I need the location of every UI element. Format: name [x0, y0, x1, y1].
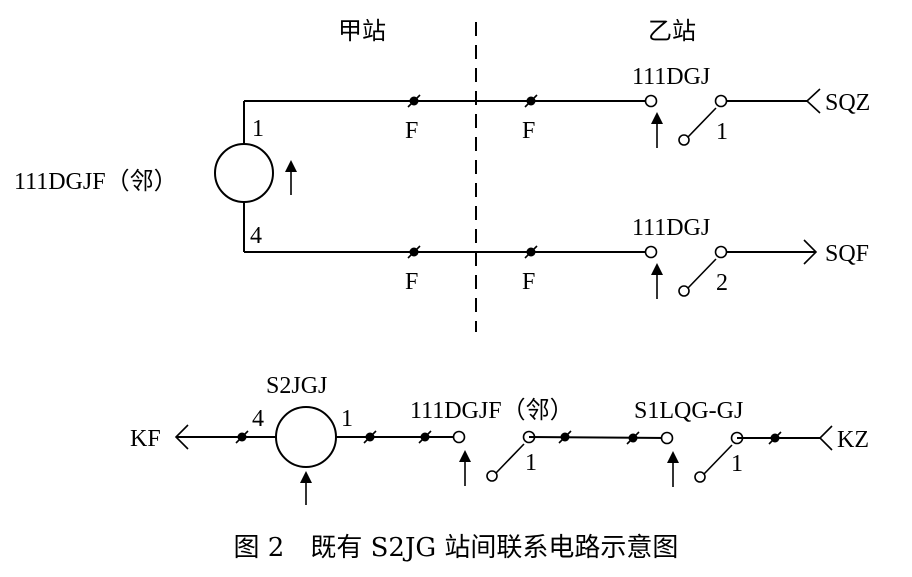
fuse-icon	[768, 431, 782, 445]
station-a-label: 甲站	[338, 18, 386, 45]
fuse-label: F	[405, 269, 418, 295]
bottom-line-seg-2	[528, 436, 668, 439]
contact-pivot	[694, 471, 706, 483]
fuse-icon	[235, 430, 249, 444]
terminal-sqf: SQF	[825, 241, 869, 267]
station-b-label: 乙站	[648, 18, 696, 45]
contact-arrow-icon	[651, 112, 663, 148]
fuse-icon	[363, 430, 377, 444]
contact-pivot	[678, 134, 690, 146]
contact-arrow-icon	[651, 263, 663, 299]
fuse-icon	[407, 94, 421, 108]
relay-arrow-icon	[300, 471, 312, 505]
contact-relay-label: 111DGJ	[632, 215, 710, 241]
contact-blade	[687, 107, 717, 138]
fuse-label: F	[405, 118, 418, 144]
relay-pin-4: 4	[252, 406, 264, 432]
sqz-arrow-icon	[805, 88, 821, 114]
contact-arrow-icon	[459, 450, 471, 486]
contact-terminal	[644, 245, 658, 259]
fuse-label: F	[522, 269, 535, 295]
terminal-kf: KF	[130, 426, 161, 452]
contact-terminal	[714, 94, 728, 108]
relay-pin-4: 4	[250, 223, 262, 249]
fuse-icon	[524, 245, 538, 259]
contact-pivot	[486, 470, 498, 482]
contact-pivot	[678, 285, 690, 297]
terminal-sqz: SQZ	[825, 90, 870, 116]
contact-terminal	[644, 94, 658, 108]
relay-label-111dgjf: 111DGJF（邻）	[14, 168, 178, 195]
relay-coil-s2jgj	[275, 406, 337, 468]
contact-blade	[495, 443, 525, 474]
contact-number: 1	[716, 119, 728, 145]
sqf-arrow-icon	[803, 239, 818, 265]
bottom-circuit: KF 4 S2JGJ 1 111DGJF（邻） 1 S1LQG-GJ	[130, 373, 869, 505]
fuse-label: F	[522, 118, 535, 144]
relay-label-s2jgj: S2JGJ	[266, 373, 327, 399]
contact-arrow-icon	[667, 451, 679, 487]
contact-blade	[687, 258, 717, 289]
figure-caption: 图 2 既有 S2JG 站间联系电路示意图	[234, 533, 679, 563]
terminal-kz: KZ	[837, 427, 869, 453]
fuse-icon	[558, 430, 572, 444]
relay-pin-1: 1	[341, 406, 353, 432]
relay-arrow-icon	[285, 160, 297, 195]
contact-relay-label: S1LQG-GJ	[634, 398, 743, 424]
kz-arrow-icon	[818, 425, 833, 451]
contact-terminal	[660, 431, 674, 445]
contact-number: 1	[525, 450, 537, 476]
contact-terminal	[452, 430, 466, 444]
contact-number: 2	[716, 270, 728, 296]
top-circuit: 111DGJF（邻） 1 4 F F 111DGJ 1 SQZ F F	[14, 64, 870, 299]
contact-number: 1	[731, 451, 743, 477]
contact-relay-label: 111DGJ	[632, 64, 710, 90]
fuse-icon	[407, 245, 421, 259]
relay-coil-111dgjf	[214, 143, 274, 203]
contact-blade	[703, 444, 733, 475]
contact-terminal	[714, 245, 728, 259]
contact-relay-label: 111DGJF（邻）	[410, 397, 574, 424]
fuse-icon	[524, 94, 538, 108]
kf-arrow-icon	[174, 424, 189, 450]
fuse-icon	[626, 431, 640, 445]
fuse-icon	[418, 430, 432, 444]
relay-pin-1: 1	[252, 116, 264, 142]
